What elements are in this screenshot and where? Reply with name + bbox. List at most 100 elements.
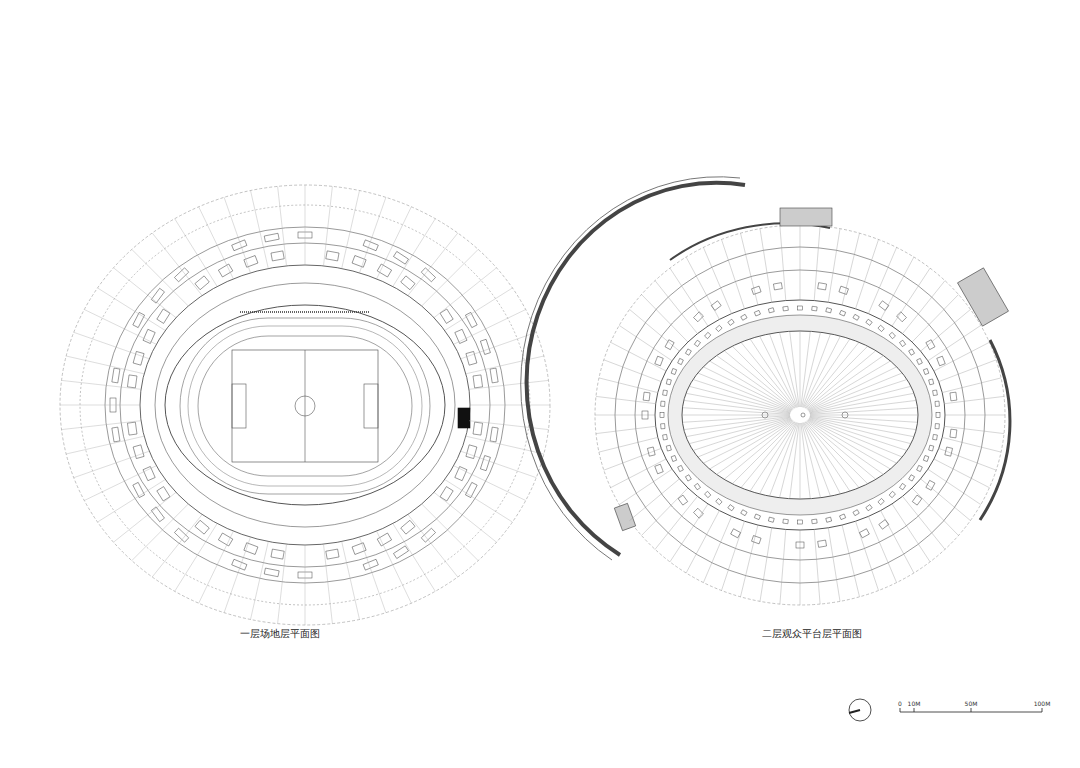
room xyxy=(352,543,366,555)
penalty-box xyxy=(364,384,378,428)
room xyxy=(929,379,934,385)
axis-line xyxy=(604,448,661,470)
axis-line xyxy=(934,459,989,488)
room-ring xyxy=(120,243,490,567)
room xyxy=(685,349,691,355)
room xyxy=(812,519,817,524)
axis-line xyxy=(199,207,234,279)
axis-line xyxy=(800,530,801,605)
room xyxy=(127,375,137,388)
axis-line xyxy=(66,436,144,454)
axis-line xyxy=(808,420,891,469)
room xyxy=(480,339,490,354)
axis-line xyxy=(921,309,971,351)
axis-line xyxy=(892,504,930,562)
axis-line xyxy=(921,479,971,521)
room xyxy=(752,536,762,544)
room xyxy=(363,240,378,251)
axis-line xyxy=(342,542,360,620)
room xyxy=(741,314,747,320)
room xyxy=(195,520,209,534)
room xyxy=(889,491,895,497)
room xyxy=(661,401,665,406)
grid-axes xyxy=(60,185,550,625)
axis-line xyxy=(770,423,798,496)
axis-line xyxy=(810,415,918,416)
axis-line xyxy=(422,504,479,561)
room xyxy=(773,283,782,290)
axis-line xyxy=(655,496,698,549)
room xyxy=(711,301,721,311)
axis-line xyxy=(84,310,156,345)
axis-line xyxy=(703,367,792,411)
axis-line xyxy=(74,332,150,359)
room xyxy=(666,379,671,385)
axis-line xyxy=(810,400,916,413)
axis-line xyxy=(808,420,897,464)
axis-line xyxy=(670,504,708,562)
axis-line xyxy=(682,415,790,416)
axis-line xyxy=(655,281,698,334)
room xyxy=(839,286,849,294)
room xyxy=(671,368,676,374)
axis-line xyxy=(599,437,658,452)
room xyxy=(655,356,663,366)
room xyxy=(465,312,477,327)
room xyxy=(926,480,935,490)
room xyxy=(465,482,477,497)
room-blocks xyxy=(642,283,957,548)
axis-line xyxy=(804,422,850,491)
room xyxy=(694,483,700,489)
scale-value: 0 xyxy=(898,701,902,708)
axis-line xyxy=(114,492,177,542)
room xyxy=(731,529,741,538)
axis-line xyxy=(828,528,840,602)
room xyxy=(663,390,668,396)
halfway-line xyxy=(305,350,306,462)
axis-line xyxy=(912,295,958,343)
room xyxy=(647,447,655,456)
axis-line xyxy=(393,219,436,287)
axis-line xyxy=(305,545,306,625)
room xyxy=(151,288,164,303)
room xyxy=(271,251,284,261)
axis-line xyxy=(760,528,772,602)
axis-line xyxy=(803,423,840,494)
axis-line xyxy=(741,233,758,305)
axis-line xyxy=(928,469,981,504)
spot xyxy=(801,413,805,417)
axis-line xyxy=(604,360,661,382)
room xyxy=(937,356,945,366)
axis-line xyxy=(942,437,1001,452)
axis-line xyxy=(802,332,821,407)
stair-block xyxy=(614,503,635,530)
axis-line xyxy=(810,416,916,429)
axis-line xyxy=(939,448,996,470)
axis-line xyxy=(434,268,497,318)
concourse-ring xyxy=(635,270,965,560)
room xyxy=(705,332,711,338)
room xyxy=(473,375,483,388)
room xyxy=(728,319,734,325)
axis-line xyxy=(750,339,796,408)
straight-track-marks xyxy=(240,311,370,313)
axis-line xyxy=(611,459,666,488)
room xyxy=(900,483,906,489)
axis-line xyxy=(928,325,981,360)
axis-line xyxy=(693,380,791,412)
room xyxy=(812,306,817,311)
axis-line xyxy=(903,281,946,334)
room xyxy=(377,533,391,546)
room xyxy=(678,465,684,471)
room xyxy=(232,240,247,251)
room xyxy=(917,358,923,364)
room xyxy=(909,349,915,355)
plan-title: 二层观众平台层平面图 xyxy=(760,628,864,639)
axis-line xyxy=(199,531,234,603)
axis-line xyxy=(596,426,656,433)
room xyxy=(363,559,378,570)
axis-line xyxy=(724,421,793,479)
axis-line xyxy=(790,423,799,499)
room xyxy=(661,424,665,429)
axis-line xyxy=(74,451,150,478)
